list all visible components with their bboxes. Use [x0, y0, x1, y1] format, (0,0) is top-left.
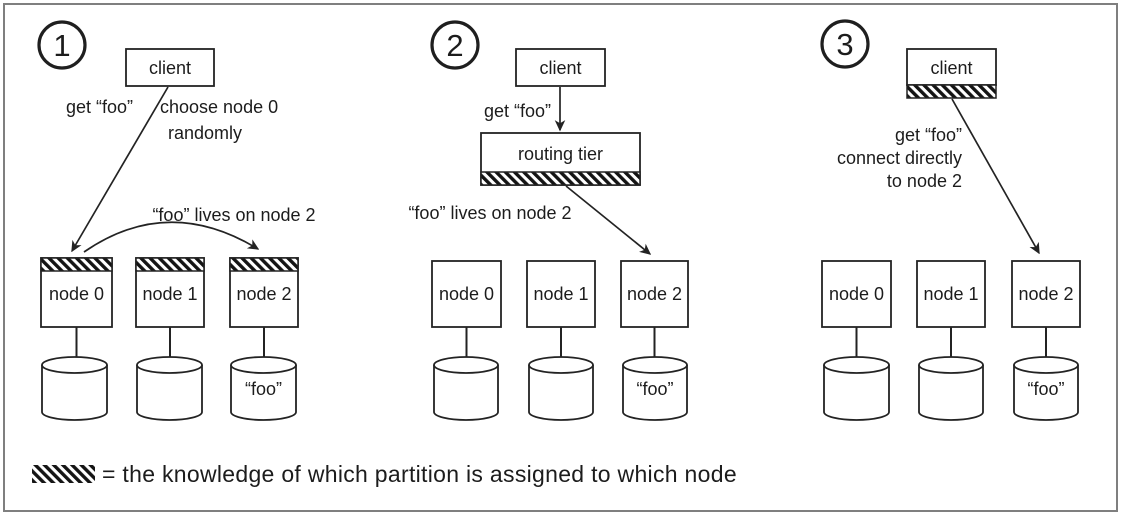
db-cylinder-top: [230, 356, 297, 374]
partition-knowledge-hatch: [229, 257, 299, 272]
node-label: node 0: [829, 284, 884, 304]
request-label-line-2: connect directly: [837, 148, 962, 168]
node-box: [1011, 260, 1081, 328]
client-box: [515, 48, 606, 87]
legend-label: = the knowledge of which partition is as…: [102, 461, 737, 487]
note-line-2: randomly: [168, 123, 242, 143]
panel-1-number: 1: [53, 28, 70, 63]
client-box: [906, 48, 997, 86]
db-cylinder-top: [136, 356, 203, 374]
request-arrow: [951, 98, 1040, 255]
node-label: node 2: [1018, 284, 1073, 304]
db-cylinder-body: [136, 365, 203, 421]
request-label: get “foo”: [484, 101, 551, 121]
panel-1: 1 client get “foo” choose node 0 randoml…: [37, 20, 316, 421]
db-cylinder-body: [823, 365, 890, 421]
db-cylinder-top: [823, 356, 890, 374]
node-1: node 1: [526, 260, 596, 421]
db-cylinder-top: [41, 356, 108, 374]
partition-knowledge-hatch: [906, 84, 997, 99]
db-cylinder-top: [433, 356, 499, 374]
client-label: client: [930, 58, 972, 78]
client-box: [125, 48, 215, 87]
node-label: node 1: [533, 284, 588, 304]
db-cylinder-top: [918, 356, 984, 374]
legend: = the knowledge of which partition is as…: [32, 461, 737, 487]
forward-arrow: [565, 185, 652, 255]
request-arrow: [71, 86, 169, 253]
db-cylinder-body: [622, 365, 688, 421]
node-1: node 1: [916, 260, 986, 421]
request-label-line-3: to node 2: [887, 171, 962, 191]
db-cylinder-body: [230, 365, 297, 421]
db-cylinder-top: [528, 356, 594, 374]
node-1: node 1: [135, 257, 205, 421]
db-cylinder-top: [1013, 356, 1079, 374]
db-cylinder-body: [918, 365, 984, 421]
node-box: [821, 260, 892, 328]
panel-2: 2 client get “foo” routing tier “foo” li…: [408, 20, 689, 421]
forward-label: “foo” lives on node 2: [152, 205, 315, 225]
node-0: node 0: [431, 260, 502, 421]
db-cylinder-body: [433, 365, 499, 421]
client-label: client: [149, 58, 191, 78]
db-cylinder-body: [528, 365, 594, 421]
node-2: node 2 “foo”: [620, 260, 689, 421]
db-cylinder-body: [1013, 365, 1079, 421]
client-label: client: [539, 58, 581, 78]
note-line-1: choose node 0: [160, 97, 278, 117]
node-box: [620, 260, 689, 328]
db-data-label: “foo”: [245, 379, 282, 399]
panel-3-number-badge: [820, 19, 870, 69]
node-label: node 1: [142, 284, 197, 304]
routing-tier-label: routing tier: [518, 144, 603, 164]
node-0: node 0: [821, 260, 892, 421]
db-cylinder-body: [41, 365, 108, 421]
panel-3-number: 3: [836, 27, 853, 62]
request-label-line-1: get “foo”: [895, 125, 962, 145]
legend-hatch-swatch: [32, 465, 95, 483]
db-data-label: “foo”: [1027, 379, 1064, 399]
node-label: node 0: [49, 284, 104, 304]
panel-1-number-badge: [37, 20, 87, 70]
partition-knowledge-hatch: [40, 257, 113, 272]
figure-border: [3, 3, 1118, 512]
node-2: node 2 “foo”: [1011, 260, 1081, 421]
node-box: [526, 260, 596, 328]
request-label: get “foo”: [66, 97, 133, 117]
forward-label: “foo” lives on node 2: [408, 203, 571, 223]
node-label: node 2: [627, 284, 682, 304]
partition-knowledge-hatch: [480, 171, 641, 186]
partition-knowledge-hatch: [135, 257, 205, 272]
node-label: node 0: [439, 284, 494, 304]
node-0: node 0: [40, 257, 113, 421]
db-cylinder-top: [622, 356, 688, 374]
db-data-label: “foo”: [636, 379, 673, 399]
panel-2-number: 2: [446, 28, 463, 63]
panel-2-number-badge: [430, 20, 480, 70]
node-label: node 2: [236, 284, 291, 304]
panel-3: 3 client get “foo” connect directly to n…: [820, 19, 1081, 421]
forward-arc-arrow: [83, 221, 260, 253]
node-box: [916, 260, 986, 328]
node-2: node 2 “foo”: [229, 257, 299, 421]
node-label: node 1: [923, 284, 978, 304]
